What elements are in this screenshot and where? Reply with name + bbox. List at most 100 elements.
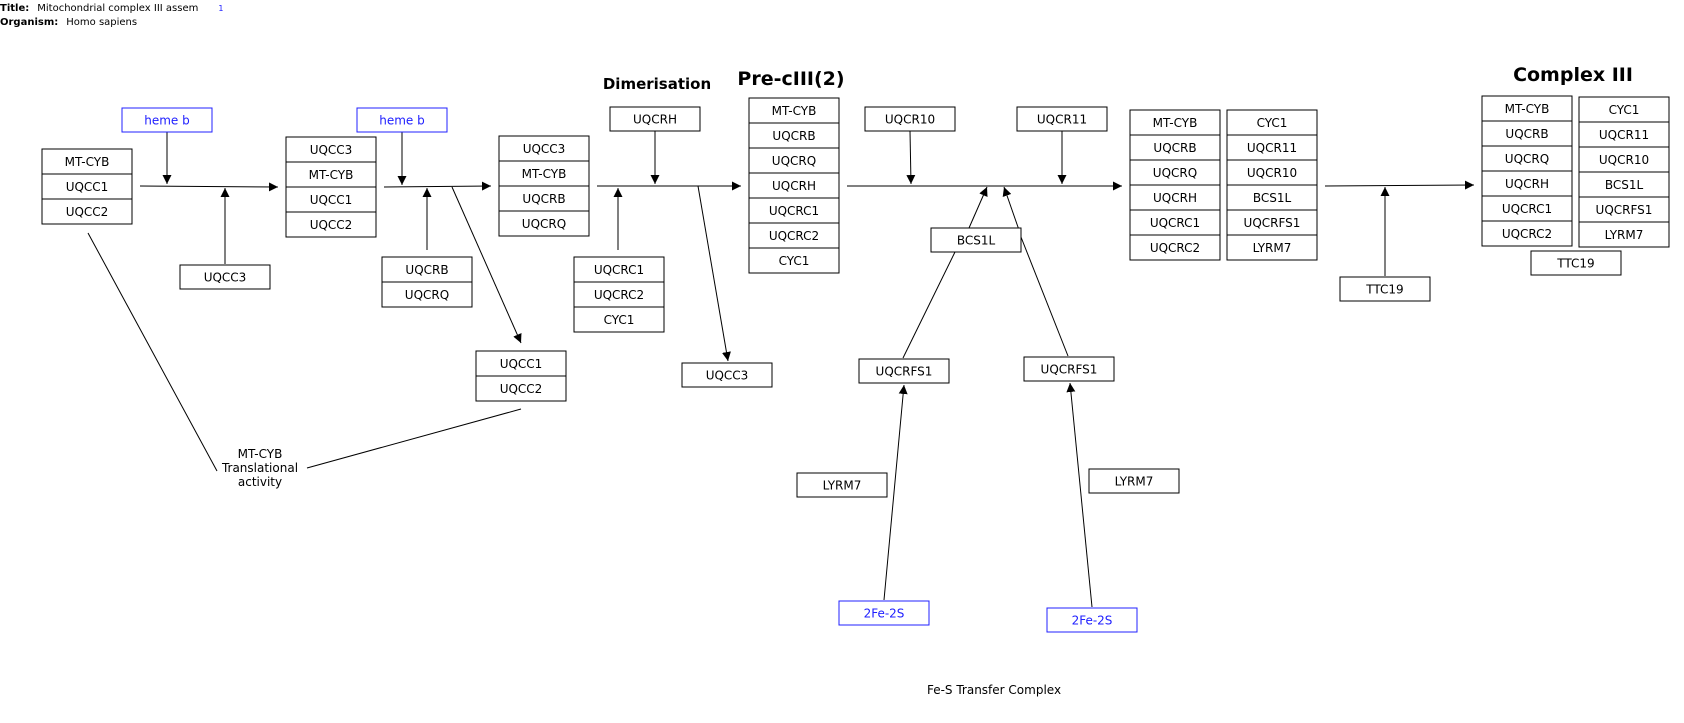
node-uqcrb-pre[interactable]: UQCRB — [748, 122, 840, 149]
node-label: LYRM7 — [1115, 475, 1154, 489]
node-uqcrq-c5[interactable]: UQCRQ — [498, 210, 590, 237]
node-mt-cyb-c2[interactable]: MT-CYB — [285, 161, 377, 188]
node-label: CYC1 — [779, 254, 810, 268]
node-bcs1l-bcs1l[interactable]: BCS1L — [930, 227, 1022, 253]
node-cyc1-fin-r[interactable]: CYC1 — [1578, 96, 1670, 123]
node-label: MT-CYB — [1153, 116, 1198, 130]
node-label: UQCRFS1 — [1244, 216, 1301, 230]
node-uqcrc2-pre[interactable]: UQCRC2 — [748, 222, 840, 249]
node-uqcrc1-fin-l[interactable]: UQCRC1 — [1481, 195, 1573, 222]
node-uqcrb-fin-l[interactable]: UQCRB — [1481, 120, 1573, 147]
node-frame — [573, 281, 665, 308]
node-uqcc1-c2[interactable]: UQCC1 — [285, 186, 377, 213]
node-uqcrc2-inter-l[interactable]: UQCRC2 — [1129, 234, 1221, 261]
node-frame — [1481, 95, 1573, 122]
node-uqcr11-fin-r[interactable]: UQCR11 — [1578, 121, 1670, 148]
node-uqcrc1-inter-l[interactable]: UQCRC1 — [1129, 209, 1221, 236]
node-frame — [838, 600, 930, 626]
node-uqcr10-inter-r[interactable]: UQCR10 — [1226, 159, 1318, 186]
pre-ciii-label: Pre-cIII(2) — [737, 68, 844, 90]
node-lyrm7-lyrm7-b[interactable]: LYRM7 — [1088, 468, 1180, 494]
node-heme-b-heme-b-2[interactable]: heme b — [356, 107, 448, 133]
node-uqcrb-c3[interactable]: UQCRB — [381, 256, 473, 283]
node-uqcc1-c4[interactable]: UQCC1 — [475, 350, 567, 377]
node-uqcrb-inter-l[interactable]: UQCRB — [1129, 134, 1221, 161]
node-uqcrh-uqcrh[interactable]: UQCRH — [609, 106, 701, 132]
node-uqcrfs1-inter-r[interactable]: UQCRFS1 — [1226, 209, 1318, 236]
edge-main-1 — [139, 182, 279, 192]
node-uqcc3-uqcc3-b[interactable]: UQCC3 — [681, 362, 773, 388]
node-frame — [930, 227, 1022, 253]
node-uqcrc1-pre[interactable]: UQCRC1 — [748, 197, 840, 224]
node-uqcrq-pre[interactable]: UQCRQ — [748, 147, 840, 174]
node-label: LYRM7 — [823, 479, 862, 493]
node-uqcrc1-c6[interactable]: UQCRC1 — [573, 256, 665, 283]
node-uqcrfs1-fin-r[interactable]: UQCRFS1 — [1578, 196, 1670, 223]
node-uqcr11-inter-r[interactable]: UQCR11 — [1226, 134, 1318, 161]
node-cyc1-pre[interactable]: CYC1 — [748, 247, 840, 274]
node-label: 2Fe-2S — [1072, 614, 1113, 628]
node-frame — [748, 222, 840, 249]
node-lyrm7-inter-r[interactable]: LYRM7 — [1226, 234, 1318, 261]
node-uqcrc2-fin-l[interactable]: UQCRC2 — [1481, 220, 1573, 247]
node-uqcrh-inter-l[interactable]: UQCRH — [1129, 184, 1221, 211]
node-mt-cyb-fin-l[interactable]: MT-CYB — [1481, 95, 1573, 122]
node-uqcc3-c2[interactable]: UQCC3 — [285, 136, 377, 163]
node-mt-cyb-pre[interactable]: MT-CYB — [748, 97, 840, 124]
node-uqcrfs1-uqcrfs1-b[interactable]: UQCRFS1 — [1023, 356, 1115, 382]
node-label: UQCRQ — [522, 217, 566, 231]
node-uqcr10-fin-r[interactable]: UQCR10 — [1578, 146, 1670, 173]
node-label: MT-CYB — [1505, 102, 1550, 116]
node-lyrm7-lyrm7-a[interactable]: LYRM7 — [796, 472, 888, 498]
node-frame — [1578, 171, 1670, 198]
node-lyrm7-fin-r[interactable]: LYRM7 — [1578, 221, 1670, 248]
node-frame — [1578, 121, 1670, 148]
node-frame — [1016, 106, 1108, 132]
node-mt-cyb-inter-l[interactable]: MT-CYB — [1129, 109, 1221, 136]
node-uqcrq-inter-l[interactable]: UQCRQ — [1129, 159, 1221, 186]
node-cyc1-c6[interactable]: CYC1 — [573, 306, 665, 333]
node-ttc19-ttc19[interactable]: TTC19 — [1339, 276, 1431, 302]
node-2fe-2s-fes-a[interactable]: 2Fe-2S — [838, 600, 930, 626]
node-uqcrfs1-uqcrfs1-a[interactable]: UQCRFS1 — [858, 358, 950, 384]
node-frame — [864, 106, 956, 132]
edge-fesa-in — [883, 384, 908, 601]
node-uqcrq-fin-l[interactable]: UQCRQ — [1481, 145, 1573, 172]
node-uqcrc2-c6[interactable]: UQCRC2 — [573, 281, 665, 308]
node-mt-cyb-c1[interactable]: MT-CYB — [41, 148, 133, 175]
node-uqcrh-fin-l[interactable]: UQCRH — [1481, 170, 1573, 197]
node-heme-b-heme-b-1[interactable]: heme b — [121, 107, 213, 133]
node-frame — [1129, 209, 1221, 236]
node-uqcr10-uqcr10[interactable]: UQCR10 — [864, 106, 956, 132]
node-label: 2Fe-2S — [864, 607, 905, 621]
node-label: UQCRQ — [1505, 152, 1549, 166]
node-uqcr11-uqcr11[interactable]: UQCR11 — [1016, 106, 1108, 132]
node-uqcrh-pre[interactable]: UQCRH — [748, 172, 840, 199]
node-frame — [121, 107, 213, 133]
node-bcs1l-inter-r[interactable]: BCS1L — [1226, 184, 1318, 211]
node-uqcc1-c1[interactable]: UQCC1 — [41, 173, 133, 200]
node-uqcc2-c2[interactable]: UQCC2 — [285, 211, 377, 238]
node-cyc1-inter-r[interactable]: CYC1 — [1226, 109, 1318, 136]
node-uqcrq-c3[interactable]: UQCRQ — [381, 281, 473, 308]
node-uqcc3-uqcc3-a[interactable]: UQCC3 — [179, 264, 271, 290]
node-bcs1l-fin-r[interactable]: BCS1L — [1578, 171, 1670, 198]
node-frame — [1088, 468, 1180, 494]
node-frame — [1226, 134, 1318, 161]
node-label: UQCC2 — [310, 218, 353, 232]
node-mt-cyb-c5[interactable]: MT-CYB — [498, 160, 590, 187]
node-frame — [573, 256, 665, 283]
node-uqcc3-c5[interactable]: UQCC3 — [498, 135, 590, 162]
node-frame — [748, 97, 840, 124]
node-2fe-2s-fes-b[interactable]: 2Fe-2S — [1046, 607, 1138, 633]
node-label: BCS1L — [1605, 178, 1644, 192]
node-uqcrb-c5[interactable]: UQCRB — [498, 185, 590, 212]
node-frame — [285, 136, 377, 163]
node-uqcc2-c1[interactable]: UQCC2 — [41, 198, 133, 225]
edge-uqcc-out — [451, 186, 522, 344]
title-reference-link[interactable]: 1 — [218, 4, 224, 13]
node-ttc19-ttc19-b[interactable]: TTC19 — [1530, 250, 1622, 276]
node-uqcc2-c4[interactable]: UQCC2 — [475, 375, 567, 402]
